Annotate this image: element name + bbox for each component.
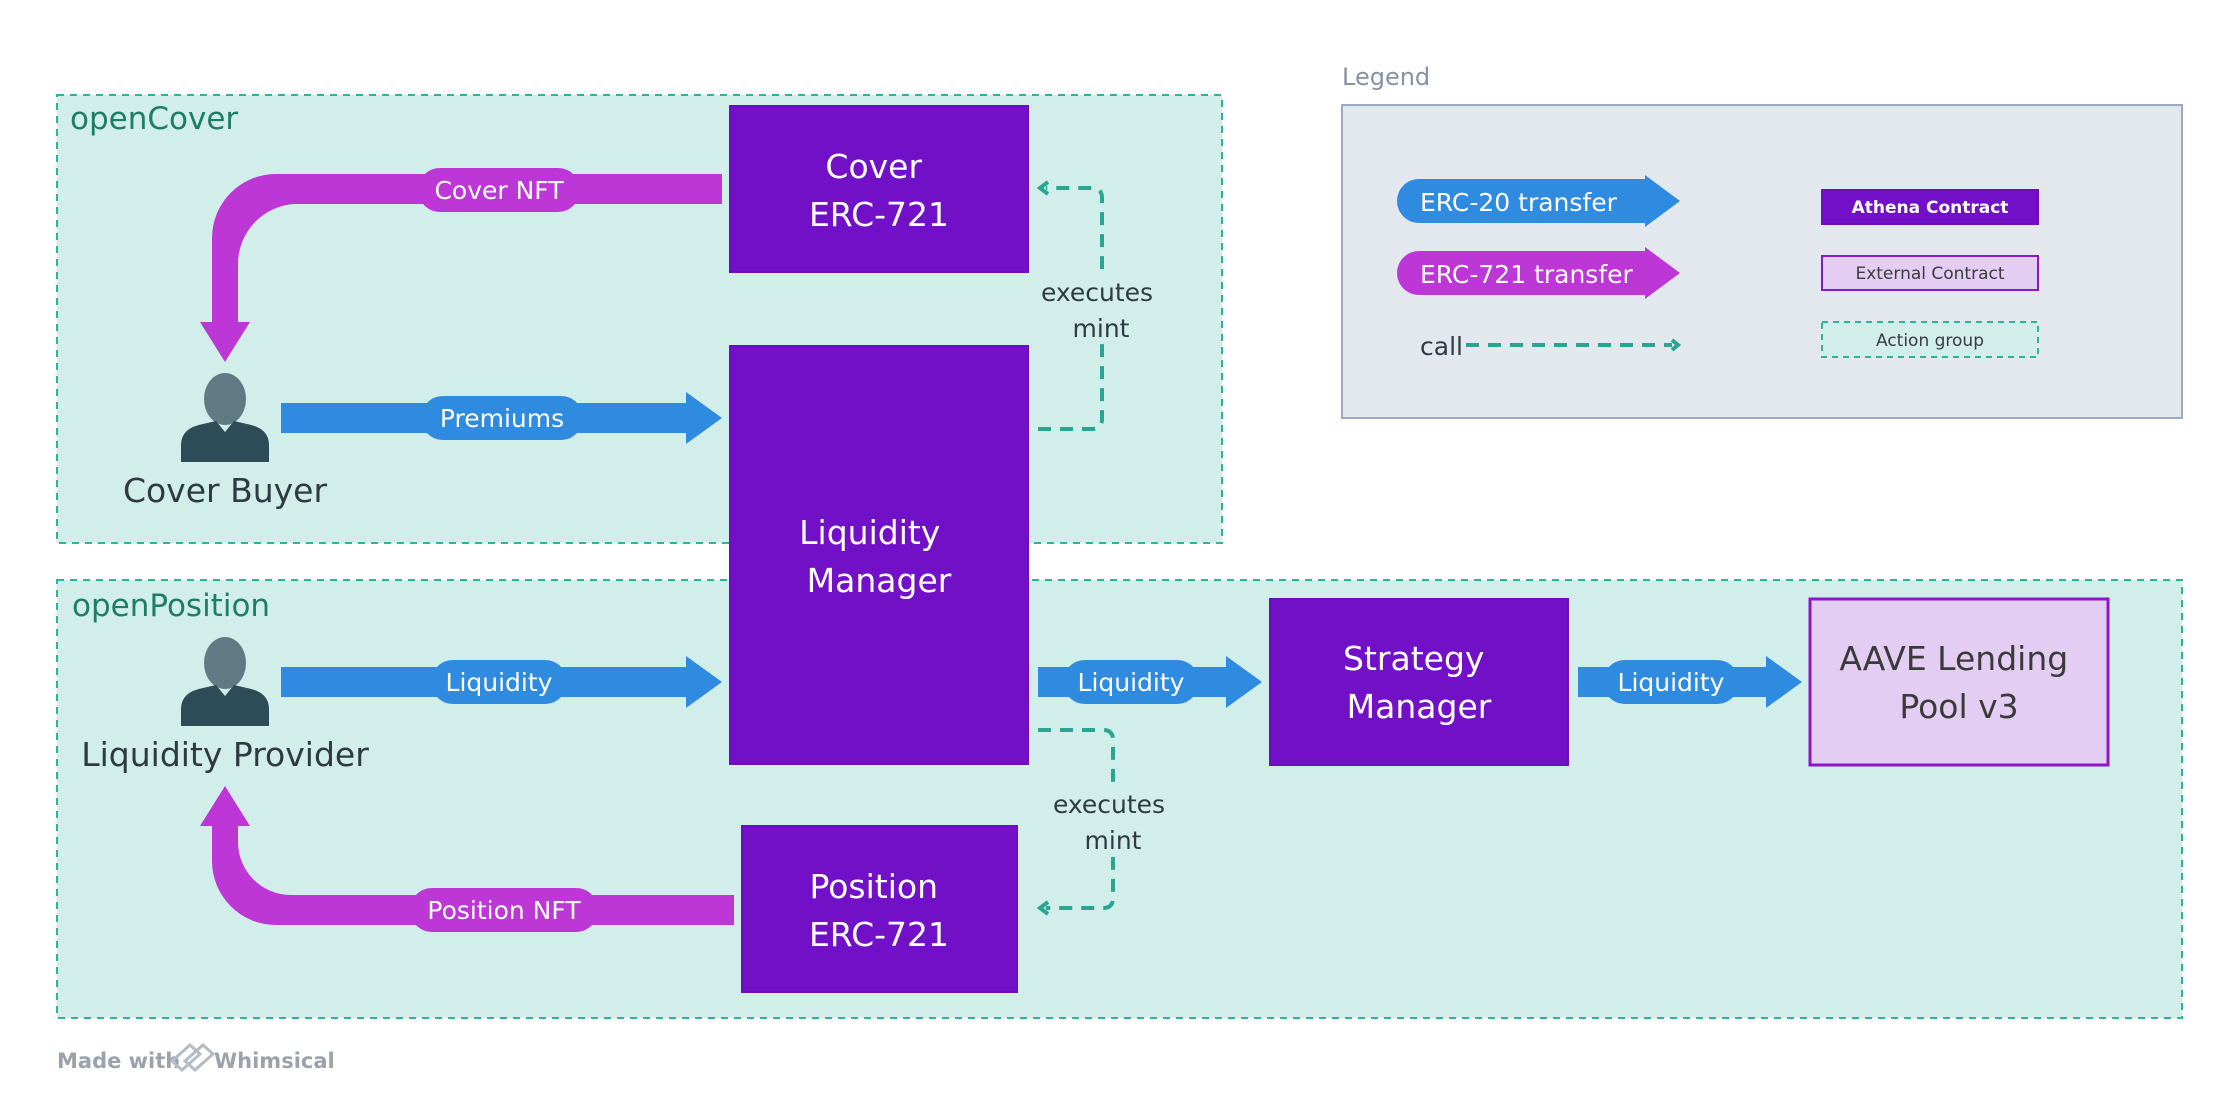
position-erc721-label: Position ERC-721 (809, 867, 949, 954)
premiums-pill (421, 396, 583, 440)
aave-lending-pool-label: AAVE Lending Pool v3 (1839, 639, 2078, 726)
cover-nft-arrow (200, 174, 722, 362)
liquidity-manager-node (729, 345, 1029, 765)
legend-athena-swatch (1821, 189, 2039, 225)
legend-external-swatch (1821, 255, 2039, 291)
legend-action-group-label: Action group (1876, 331, 1984, 351)
whimsical-logo-icon (169, 1042, 216, 1073)
open-position-group-title: openPosition (72, 588, 270, 624)
strategy-manager-label: Strategy Manager (1343, 639, 1495, 726)
liquidity-in-pill (431, 660, 567, 704)
premiums-label: Premiums (440, 404, 564, 433)
legend-athena-label: Athena Contract (1852, 198, 2009, 218)
liquidity-in-label: Liquidity (446, 668, 553, 697)
cover-erc721-label: Cover ERC-721 (809, 147, 949, 234)
liquidity-to-strategy-pill (1063, 660, 1199, 704)
made-with-label: Made with (57, 1049, 180, 1073)
position-mint-call-arrowhead (1036, 900, 1050, 916)
liquidity-provider-person-icon (181, 637, 269, 726)
liquidity-to-strategy-label: Liquidity (1078, 668, 1185, 697)
legend-erc20-label: ERC-20 transfer (1420, 188, 1618, 217)
legend-erc721-arrow: ERC-721 transfer (1397, 247, 1680, 299)
cover-mint-call-label: executes mint (1041, 278, 1161, 343)
legend-call-arrowhead (1670, 338, 1682, 352)
cover-mint-label-bg (1046, 271, 1158, 343)
position-mint-call-label: executes mint (1053, 790, 1173, 855)
open-cover-group-title: openCover (70, 101, 238, 137)
aave-lending-pool-node (1808, 597, 2110, 767)
legend-erc20-arrow: ERC-20 transfer (1397, 175, 1680, 227)
whimsical-brand-label: Whimsical (214, 1049, 335, 1073)
legend-external-label: External Contract (1855, 264, 2004, 284)
legend-action-group-swatch (1821, 321, 2039, 358)
legend-title: Legend (1342, 63, 1430, 91)
liquidity-to-aave-pill (1603, 660, 1739, 704)
position-nft-pill (410, 888, 598, 932)
cover-nft-pill (418, 168, 580, 212)
cover-buyer-label: Cover Buyer (123, 471, 328, 510)
legend-erc721-label: ERC-721 transfer (1420, 260, 1634, 289)
cover-nft-label: Cover NFT (434, 176, 564, 205)
cover-mint-call-arrowhead (1036, 180, 1050, 196)
liquidity-to-aave-label: Liquidity (1618, 668, 1725, 697)
position-nft-label: Position NFT (427, 896, 581, 925)
position-mint-label-bg (1057, 784, 1169, 856)
liquidity-manager-label: Liquidity Manager (799, 513, 952, 600)
legend-call-label: call (1420, 332, 1463, 361)
legend-call: call (1420, 332, 1682, 361)
strategy-manager-node (1269, 598, 1569, 766)
cover-buyer-person-icon (181, 373, 269, 462)
position-erc721-node (741, 825, 1018, 993)
liquidity-provider-label: Liquidity Provider (81, 735, 369, 774)
cover-erc721-node (729, 105, 1029, 273)
